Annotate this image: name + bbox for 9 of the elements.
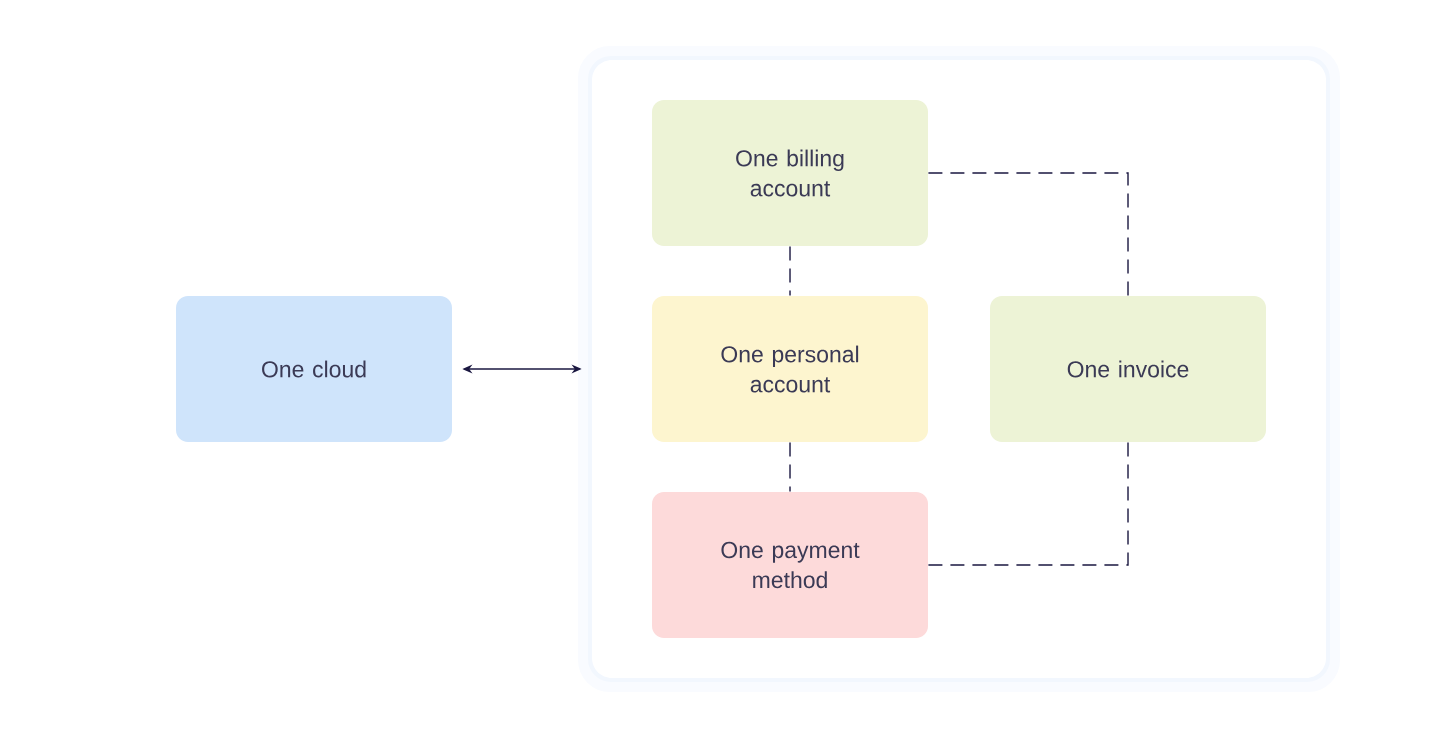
connector-line xyxy=(789,245,791,297)
text-box: One personal account xyxy=(652,296,928,442)
text-box: One cloud xyxy=(176,296,452,442)
text-box: One payment method xyxy=(652,492,928,638)
connector-line xyxy=(789,441,791,493)
text-box: One billing account xyxy=(652,100,928,246)
text-box: One invoice xyxy=(990,296,1266,442)
connector-line xyxy=(927,172,1129,297)
connector-line xyxy=(927,441,1129,566)
